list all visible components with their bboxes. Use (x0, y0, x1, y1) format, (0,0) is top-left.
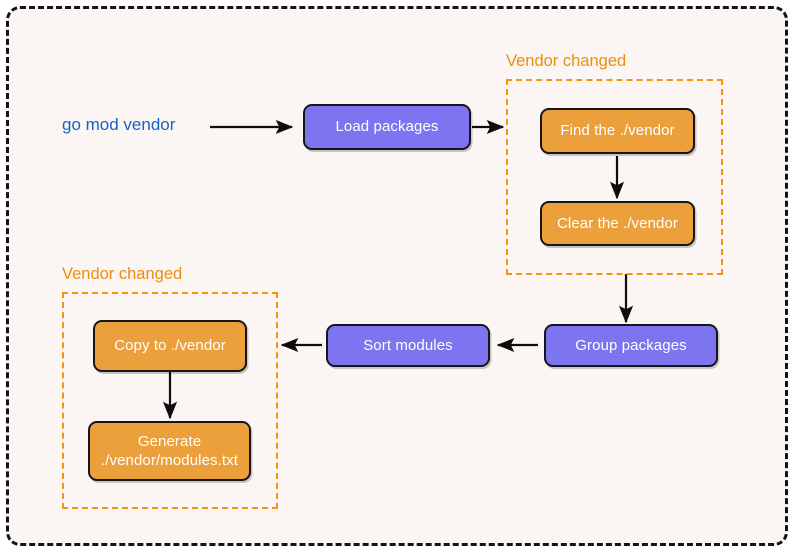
command-label: go mod vendor (62, 115, 176, 134)
node-clear-the-vendor[interactable]: Clear the ./vendor (540, 201, 695, 246)
node-find-the-vendor[interactable]: Find the ./vendor (540, 108, 695, 154)
group-frame-vendor-changed-bottom (62, 292, 278, 509)
node-copy-to-vendor[interactable]: Copy to ./vendor (93, 320, 247, 372)
group-label-vendor-changed-top: Vendor changed (506, 52, 627, 70)
node-load-packages[interactable]: Load packages (303, 104, 471, 150)
group-frame-vendor-changed-top (506, 79, 723, 275)
node-generate-modules-txt[interactable]: Generate ./vendor/modules.txt (88, 421, 251, 481)
group-label-vendor-changed-bottom: Vendor changed (62, 265, 183, 283)
node-generate-modules-txt-line1: Generate (137, 432, 202, 450)
node-sort-modules[interactable]: Sort modules (326, 324, 490, 367)
node-generate-modules-txt-line2: ./vendor/modules.txt (100, 452, 239, 469)
node-group-packages[interactable]: Group packages (544, 324, 718, 367)
